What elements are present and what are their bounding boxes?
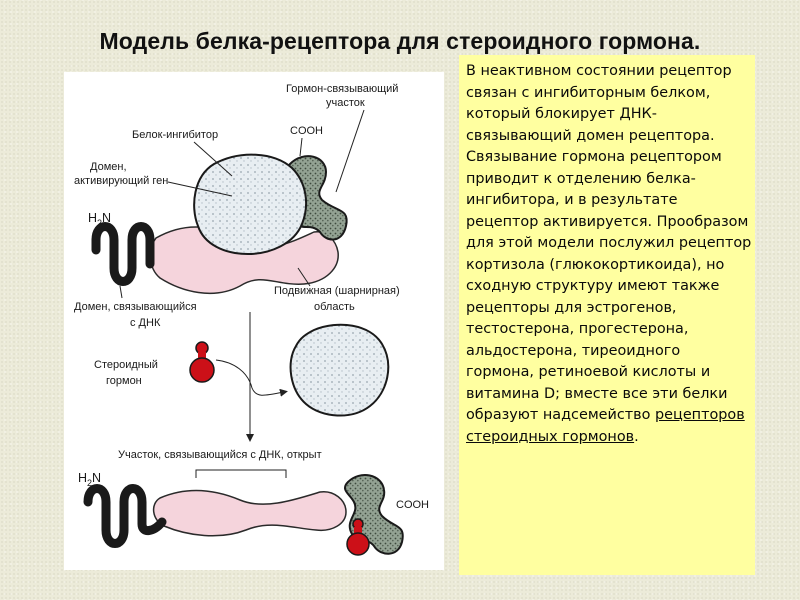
hinge-region-bottom (152, 489, 347, 537)
steroid-hormone-label-1: Стероидный (94, 359, 158, 371)
receptor-diagram-svg: Гормон-связывающий участок COOH Белок-ин… (74, 83, 429, 556)
bound-hormone-shape (346, 518, 370, 556)
hormone-binding-site-label-2: участок (326, 97, 365, 109)
hinge-region-label-1: Подвижная (шарнирная) (274, 285, 400, 297)
dna-binding-domain-label-2: с ДНК (130, 317, 161, 329)
h2n-bottom-label: H2N (78, 471, 101, 488)
inhibitor-protein-label: Белок-ингибитор (132, 129, 218, 141)
cooh-top-label: COOH (290, 125, 323, 137)
dna-binding-domain-top (91, 222, 155, 286)
h2n-top-label: H2N (88, 211, 111, 228)
hinge-region-label-2: область (314, 301, 355, 313)
dna-site-open-label: Участок, связывающийся с ДНК, открыт (118, 449, 322, 461)
description-body: В неактивном состоянии рецептор связан с… (466, 63, 752, 423)
receptor-diagram: Гормон-связывающий участок COOH Белок-ин… (64, 72, 444, 570)
dna-binding-domain-bottom (83, 484, 167, 548)
gene-activating-domain-label-1: Домен, (90, 161, 127, 173)
description-text: В неактивном состоянии рецептор связан с… (466, 61, 752, 448)
description-panel: В неактивном состоянии рецептор связан с… (459, 55, 755, 575)
description-end: . (634, 428, 639, 445)
released-inhibitor-protein (289, 323, 390, 417)
dna-binding-domain-label-1: Домен, связывающийся (74, 301, 197, 313)
hormone-binding-site-label-1: Гормон-связывающий (286, 83, 398, 95)
steroid-hormone-shape (189, 341, 215, 383)
gene-activating-domain-label-2: активирующий ген (74, 175, 168, 187)
steroid-receptors-link[interactable]: рецепторов стероидных гормонов (466, 407, 745, 445)
inhibitor-protein-top (193, 153, 308, 256)
steroid-hormone-label-2: гормон (106, 375, 142, 387)
slide-title: Модель белка-рецептора для стероидного г… (99, 28, 701, 54)
cooh-bottom-label: COOH (396, 499, 429, 511)
